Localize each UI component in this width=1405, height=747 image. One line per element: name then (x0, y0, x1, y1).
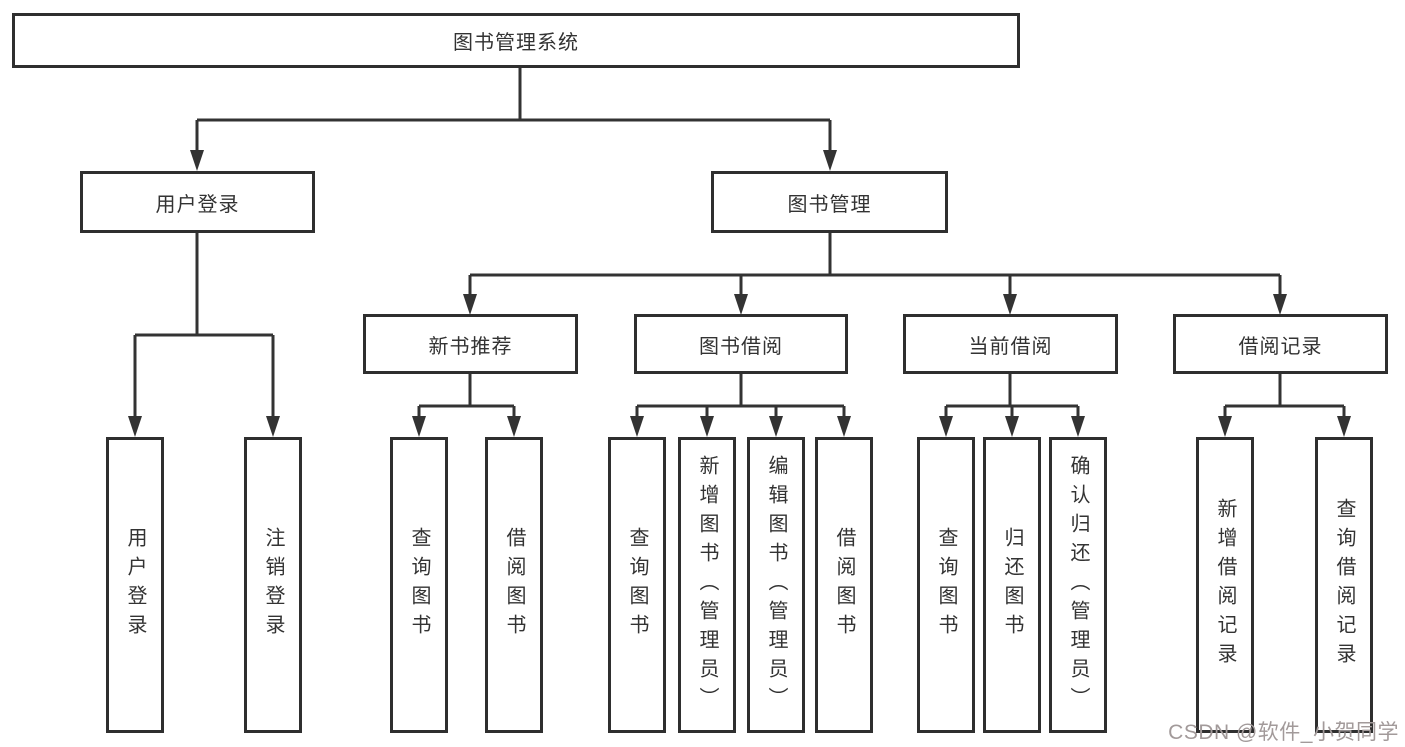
node-user-login: 用户登录 (80, 171, 315, 233)
leaf-query-books-recommend: 查询图书 (390, 437, 448, 733)
leaf-logout: 注销登录 (244, 437, 302, 733)
leaf-user-login: 用户登录 (106, 437, 164, 733)
node-new-book-recommend: 新书推荐 (363, 314, 578, 374)
leaf-borrow-books-recommend: 借阅图书 (485, 437, 543, 733)
leaf-return-books: 归还图书 (983, 437, 1041, 733)
node-borrow-records: 借阅记录 (1173, 314, 1388, 374)
leaf-edit-books-admin: 编辑图书（管理员） (747, 437, 805, 733)
leaf-query-books-borrow: 查询图书 (608, 437, 666, 733)
node-current-borrow: 当前借阅 (903, 314, 1118, 374)
leaf-query-borrow-record: 查询借阅记录 (1315, 437, 1373, 733)
leaf-borrow-books: 借阅图书 (815, 437, 873, 733)
leaf-query-books-current: 查询图书 (917, 437, 975, 733)
node-book-borrow: 图书借阅 (634, 314, 848, 374)
node-book-management: 图书管理 (711, 171, 948, 233)
leaf-add-borrow-record: 新增借阅记录 (1196, 437, 1254, 733)
node-library-management-system: 图书管理系统 (12, 13, 1020, 68)
connector-arrowheads (128, 150, 1351, 437)
leaf-confirm-return-admin: 确认归还（管理员） (1049, 437, 1107, 733)
leaf-add-books-admin: 新增图书（管理员） (678, 437, 736, 733)
csdn-watermark: CSDN @软件_小贺同学 (1168, 721, 1399, 744)
